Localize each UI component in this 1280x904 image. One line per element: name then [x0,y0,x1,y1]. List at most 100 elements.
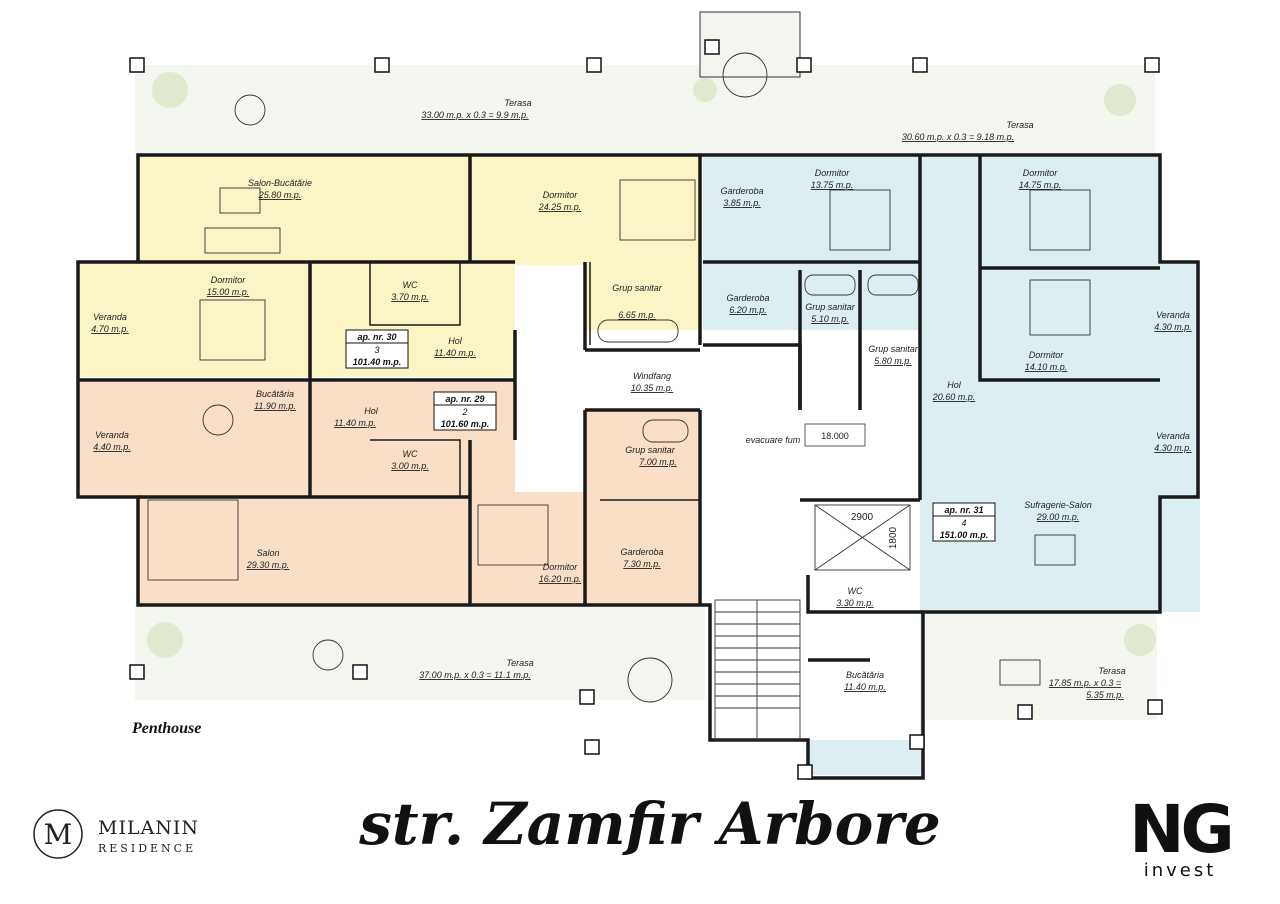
apartment-rooms: 3 [374,345,379,355]
apartment-area: 151.00 m.p. [940,530,989,540]
room-name: Grup sanitar [625,445,676,455]
apartment-tag-29: ap. nr. 29 2 101.60 m.p. [433,391,497,431]
room-area: 11.40 m.p. [844,682,886,692]
apartment-rooms: 4 [961,518,966,528]
room-name: Dormitor [1029,350,1065,360]
level-box [804,423,866,447]
room-name: Dormitor [1023,168,1059,178]
smoke-exhaust-label: evacuare fum [746,435,801,445]
bathtub-4 [867,274,919,296]
bed-apt30-small [199,299,266,361]
room-area: 13.75 m.p. [811,180,854,190]
room-name: Hol [947,380,962,390]
plants [147,72,1156,658]
terrace-calc: 33.00 m.p. x 0.3 = 9.9 m.p. [421,110,528,120]
floor-plan: Salon-Bucătărie 25.80 m.p. Dormitor 24.2… [76,11,1200,780]
round-table-terrace-1 [234,94,266,126]
room-name: Grup sanitar [805,302,856,312]
dining-apt31 [1034,534,1076,566]
apartment-tag-31: ap. nr. 31 4 151.00 m.p. [932,502,996,542]
apartment-number: ap. nr. 30 [357,332,396,342]
room-area: 15.00 m.p. [207,287,250,297]
apartment-number: ap. nr. 29 [445,394,484,404]
room-area: 6.20 m.p. [729,305,767,315]
room-labels: Salon-Bucătărie 25.80 m.p. Dormitor 24.2… [91,168,1192,692]
room-area: 3.00 m.p. [391,461,429,471]
room-name: Veranda [1156,310,1190,320]
room-area: 16.20 m.p. [539,574,582,584]
apt29-fill-c [585,410,698,495]
sofa-salon [147,499,239,581]
milanin-name: MILANIN [98,817,199,839]
room-name: Salon [256,548,279,558]
dimension-width: 2900 [851,512,874,523]
room-area: 11.40 m.p. [434,348,476,358]
terrace-name: Terasa [504,98,531,108]
bathtub-1 [642,419,689,443]
furniture [147,52,1091,703]
room-name: WC [848,586,863,596]
room-name: Dormitor [543,190,579,200]
round-table-terrace-2 [312,639,344,671]
lift-core [710,410,920,740]
room-name: Garderoba [620,547,663,557]
room-area: 5.10 m.p. [811,314,849,324]
room-area: 3.30 m.p. [836,598,874,608]
umbrella-top [722,52,768,98]
room-area: 4.30 m.p. [1154,443,1192,453]
apartment-number: ap. nr. 31 [944,505,983,515]
room-name: Sufragerie-Salon [1024,500,1092,510]
room-name: Bucătăria [256,389,294,399]
dimension-height: 1800 [888,526,899,549]
room-area: 4.40 m.p. [93,442,131,452]
sofa-top [204,227,281,254]
bed-apt31-2 [1029,189,1091,251]
milanin-mark: M [44,818,73,851]
terrace-labels: Terasa 33.00 m.p. x 0.3 = 9.9 m.p. Teras… [419,98,1125,700]
apt30-fill-a [138,155,698,265]
room-area: 6.65 m.p. [618,310,656,320]
room-name: Grup sanitar [612,283,663,293]
room-name: Garderoba [720,186,763,196]
room-area: 4.30 m.p. [1154,322,1192,332]
room-area: 5.80 m.p. [874,356,912,366]
room-area: 25.80 m.p. [258,190,302,200]
room-name: Windfang [633,371,671,381]
terrace-calc: 30.60 m.p. x 0.3 = 9.18 m.p. [902,132,1014,142]
room-area: 29.30 m.p. [246,560,290,570]
columns [129,39,1163,780]
street-title: str. Zamfir Arbore [359,790,941,858]
room-area: 10.35 m.p. [631,383,674,393]
milanin-sub: RESIDENCE [98,842,196,855]
table-top [219,187,261,214]
room-area: 4.70 m.p. [91,324,129,334]
bathtub-2 [597,319,679,343]
room-name: Bucătăria [846,670,884,680]
room-name: Grup sanitar [868,344,919,354]
room-name: Veranda [93,312,127,322]
terrace-calc: 37.00 m.p. x 0.3 = 11.1 m.p. [419,670,531,680]
ng-mark: NG [1129,791,1230,868]
bathtub-3 [804,274,856,296]
apartment-area: 101.60 m.p. [441,419,490,429]
room-area: 3.70 m.p. [391,292,429,302]
apartment-30-area [78,155,698,377]
milanin-logo: M MILANIN RESIDENCE [33,809,199,859]
room-area: 7.30 m.p. [623,559,661,569]
room-name: Dormitor [211,275,247,285]
room-name: Veranda [1156,431,1190,441]
room-area: 29.00 m.p. [1036,512,1080,522]
room-area: 24.25 m.p. [538,202,582,212]
terrace-top-right [700,65,1155,155]
bed-apt30-large [619,179,696,241]
staircase [714,599,801,741]
apartment-29-area [78,382,698,607]
room-area: 14.75 m.p. [1019,180,1062,190]
terrace-name: Terasa [506,658,533,668]
terrace-top-left [135,65,707,155]
apt31-fill-b [920,262,1200,612]
dining-apt29 [202,404,234,436]
apartment-area: 101.40 m.p. [353,357,402,367]
terrace-name: Terasa [1098,666,1125,676]
brand-milanin: M MILANIN RESIDENCE [30,806,230,862]
